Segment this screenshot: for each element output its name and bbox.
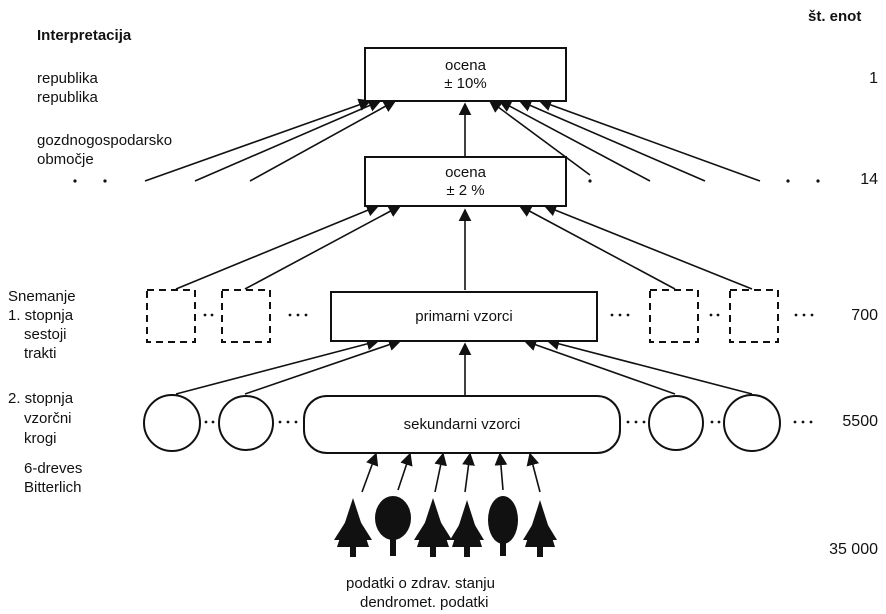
label-trakti: trakti [24,345,57,362]
count-level-2: 14 [860,171,878,188]
sample-circle [143,394,201,452]
arrow-line [526,452,541,493]
placeholder-box [221,289,271,343]
mid-box-line1: ocena [445,163,486,181]
arrow-line [244,338,402,395]
sample-circle [723,394,781,452]
count-level-1: 1 [869,70,878,87]
conifer-tree-icon [523,500,557,557]
arrow-line [518,99,706,182]
arrow-line [361,452,379,493]
arrow-line [249,100,397,182]
arrow-line [397,452,413,491]
label-6-dreves: 6-dreves [24,460,83,477]
primary-samples-box: primarni vzorci [330,291,598,342]
label-gozdnogospodarsko: gozdnogospodarsko [37,132,173,149]
label-sestoji: sestoji [24,326,67,343]
count-level-3: 700 [851,307,878,324]
arrow-line [194,99,382,182]
secondary-samples-box: sekundarni vzorci [303,395,621,454]
arrow-line [488,100,591,176]
top-estimate-box: ocena ± 10% [364,47,567,102]
deciduous-tree-icon [488,496,518,556]
arrow-line [462,452,475,493]
conifer-tree-icon [450,500,484,557]
sample-circle [648,395,704,451]
label-stopnja-2: 2. stopnja [8,390,74,407]
diagram-title: Interpretacija [37,27,132,44]
label-krogi: krogi [24,430,57,447]
mid-box-line2: ± 2 % [446,181,485,199]
sample-circle [218,395,274,451]
label-bitterlich: Bitterlich [24,479,82,496]
top-box-line2: ± 10% [444,74,487,92]
deciduous-tree-icon [375,496,411,556]
conifer-tree-icon [414,498,452,557]
footer-line-1: podatki o zdrav. stanju [346,575,495,592]
top-box-line1: ocena [445,56,486,74]
arrow-line [498,100,651,182]
conifer-tree-icon [334,498,372,557]
arrow-line [244,205,402,290]
label-vzorcni: vzorčni [24,410,72,427]
arrow-line [175,204,380,290]
arrow-line [175,337,380,395]
arrow-line [543,204,753,290]
label-stopnja-1: 1. stopnja [8,307,74,324]
placeholder-box [729,289,779,343]
arrow-line [546,337,753,395]
label-snemanje: Snemanje [8,288,76,305]
mid-estimate-box: ocena ± 2 % [364,156,567,207]
footer-line-2: dendromet. podatki [360,594,489,611]
count-level-4: 5500 [842,413,878,430]
placeholder-box [146,289,196,343]
label-republika-1: republika [37,70,98,87]
arrow-line [494,452,508,491]
arrow-line [434,452,447,493]
arrow-line [518,205,676,290]
units-heading: št. enot [808,8,862,25]
placeholder-box [649,289,699,343]
label-obmocje: območje [37,151,94,168]
arrow-line [144,98,372,182]
label-republika-2: republika [37,89,98,106]
count-level-5: 35 000 [829,541,878,558]
arrow-line [538,98,761,182]
